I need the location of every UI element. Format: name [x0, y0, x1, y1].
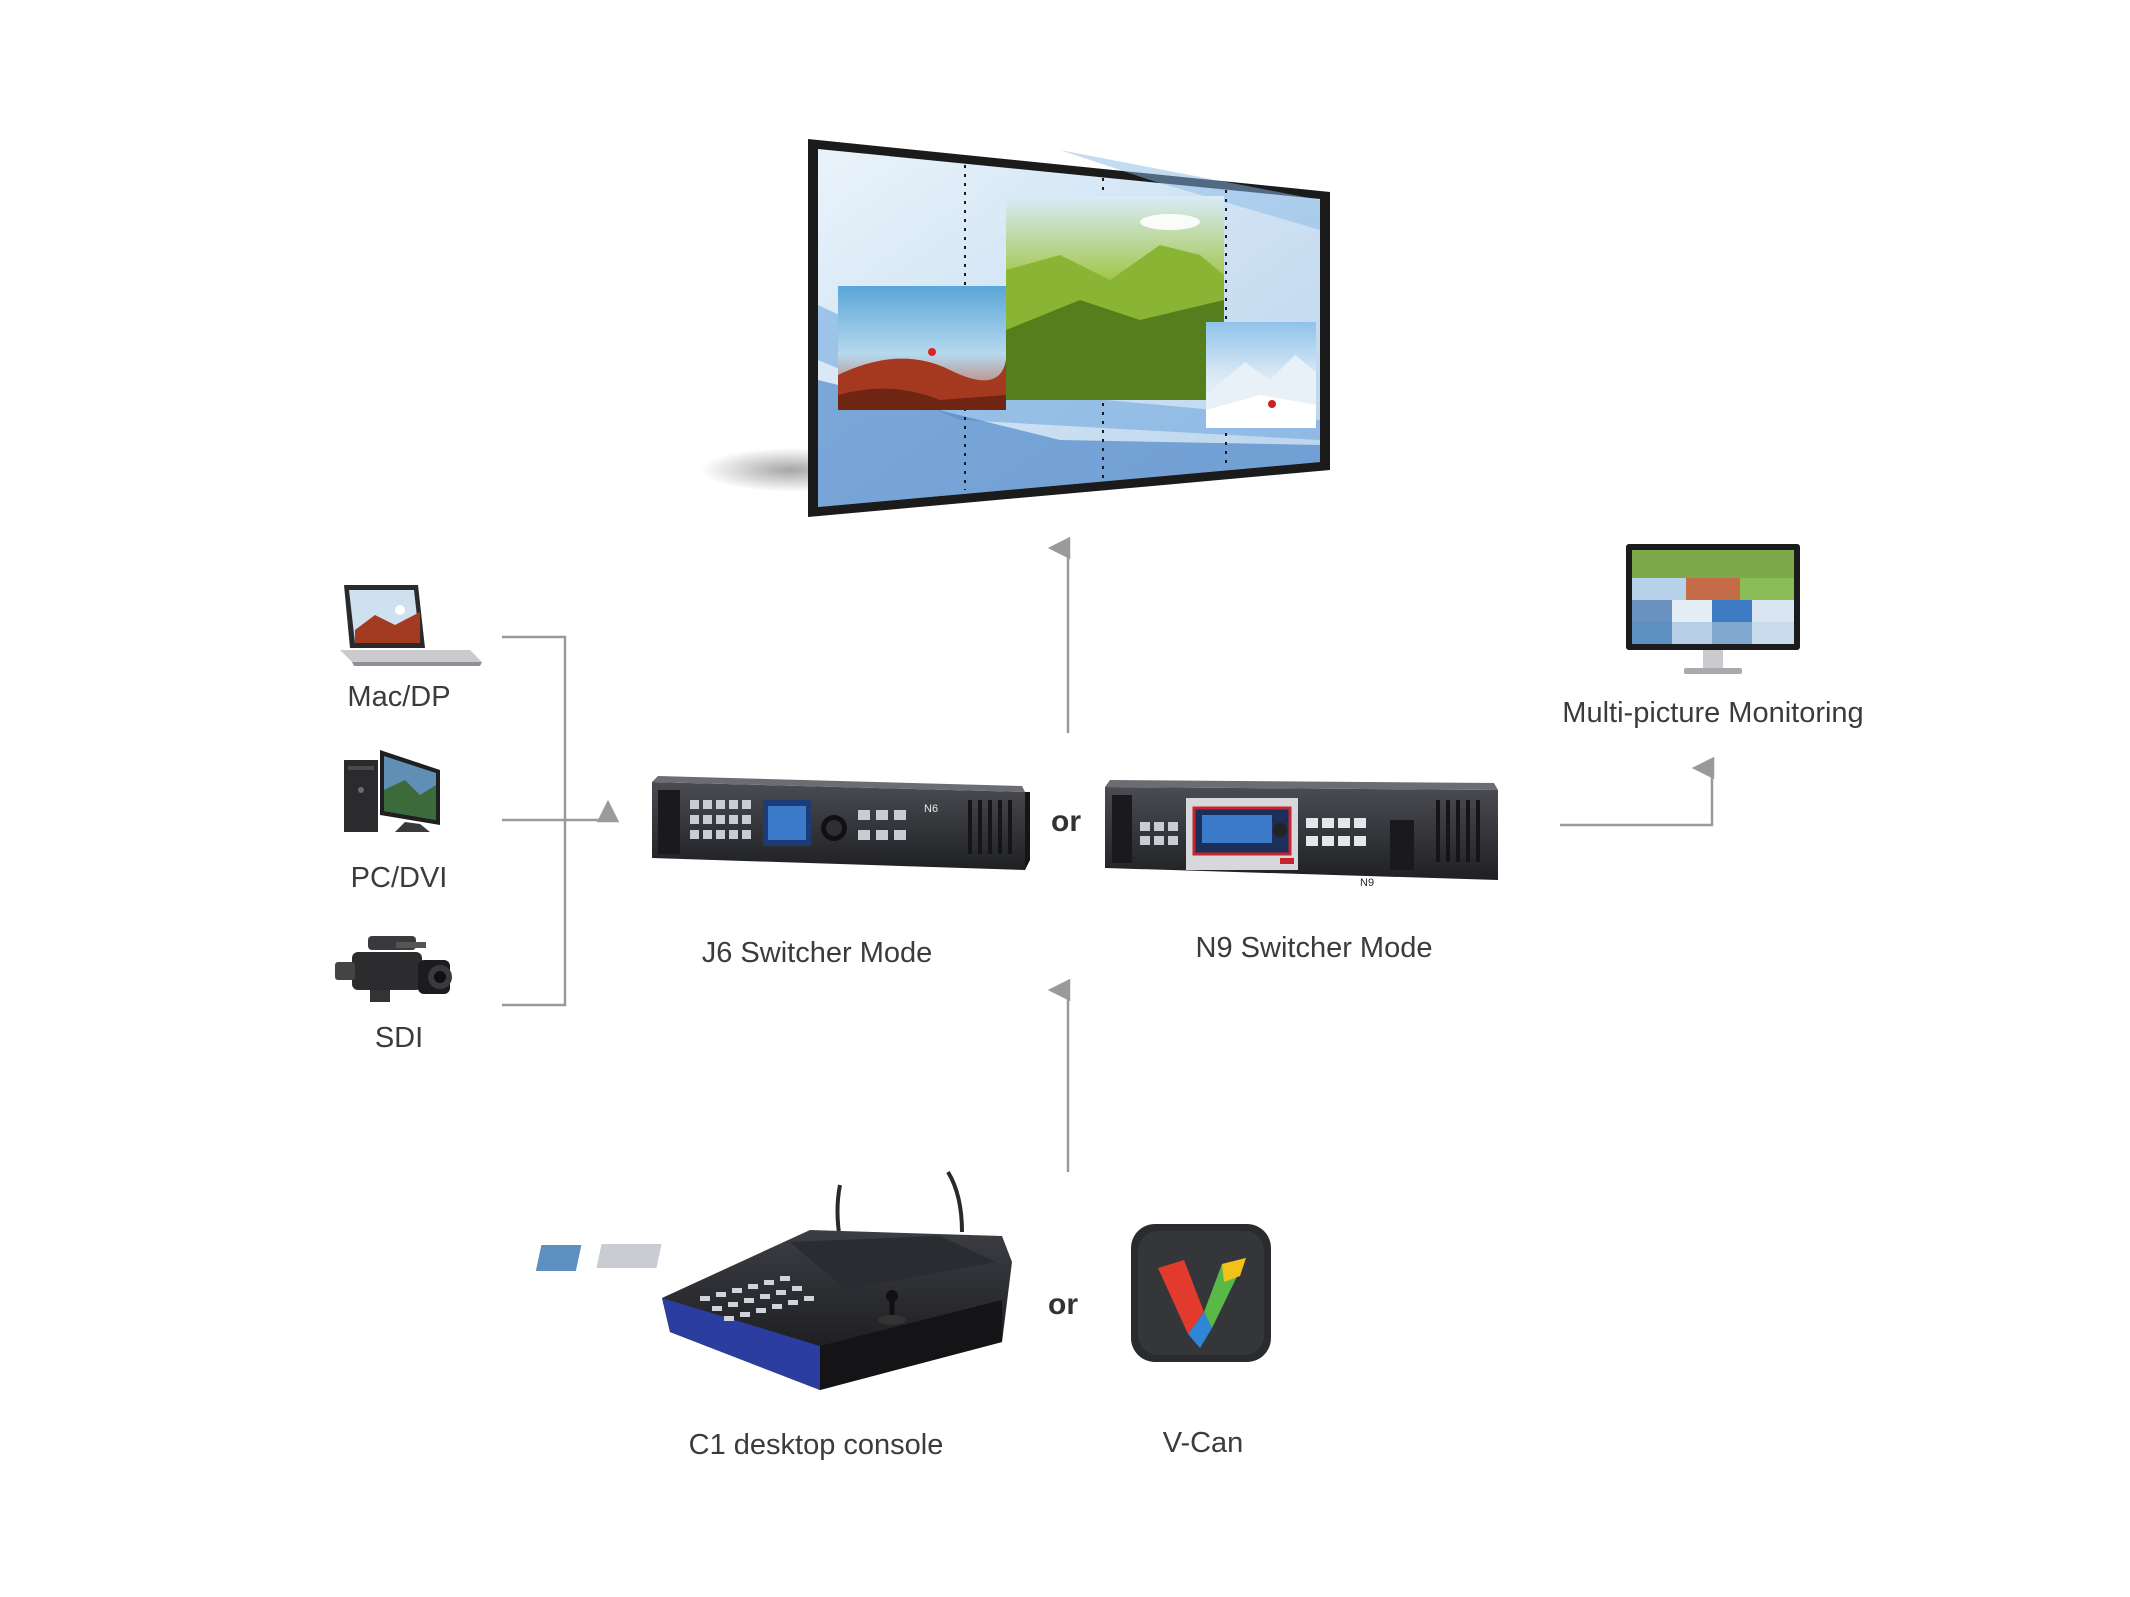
or-controllers: or: [1048, 1288, 1078, 1321]
console-icon: [535, 1170, 1012, 1390]
n9-mark: N9: [1360, 877, 1374, 889]
ribbon-2: [818, 380, 1320, 507]
label-v-can: V-Can: [1162, 1427, 1244, 1459]
label-pc-dvi: PC/DVI: [350, 862, 448, 894]
arrow-switcher-to-monitor: [1560, 756, 1715, 827]
j6-mark: N6: [924, 803, 938, 815]
rack-switcher-n9-icon: N9: [1105, 780, 1498, 889]
label-multi-picture-monitoring: Multi-picture Monitoring: [1562, 697, 1864, 729]
window-sunset: [838, 286, 1006, 410]
label-mac-dp: Mac/DP: [347, 681, 451, 713]
label-n9-switcher: N9 Switcher Mode: [1195, 932, 1433, 964]
laptop-icon: [340, 585, 482, 666]
connectors: [502, 536, 1715, 1172]
desktop-pc-icon: [344, 750, 440, 832]
led-video-wall: [700, 139, 1330, 517]
window-snow: [1206, 322, 1316, 428]
label-c1-console: C1 desktop console: [688, 1429, 944, 1461]
rack-switcher-icon: N6: [652, 776, 1030, 870]
ribbon-3: [1060, 150, 1320, 230]
monitor-icon: [1626, 544, 1800, 674]
label-j6-switcher: J6 Switcher Mode: [701, 937, 933, 969]
or-switchers: or: [1051, 805, 1081, 838]
video-camera-icon: [335, 936, 452, 1002]
vcan-logo-icon: [1131, 1224, 1271, 1362]
window-mountain: [1006, 196, 1224, 400]
label-sdi: SDI: [374, 1022, 424, 1054]
